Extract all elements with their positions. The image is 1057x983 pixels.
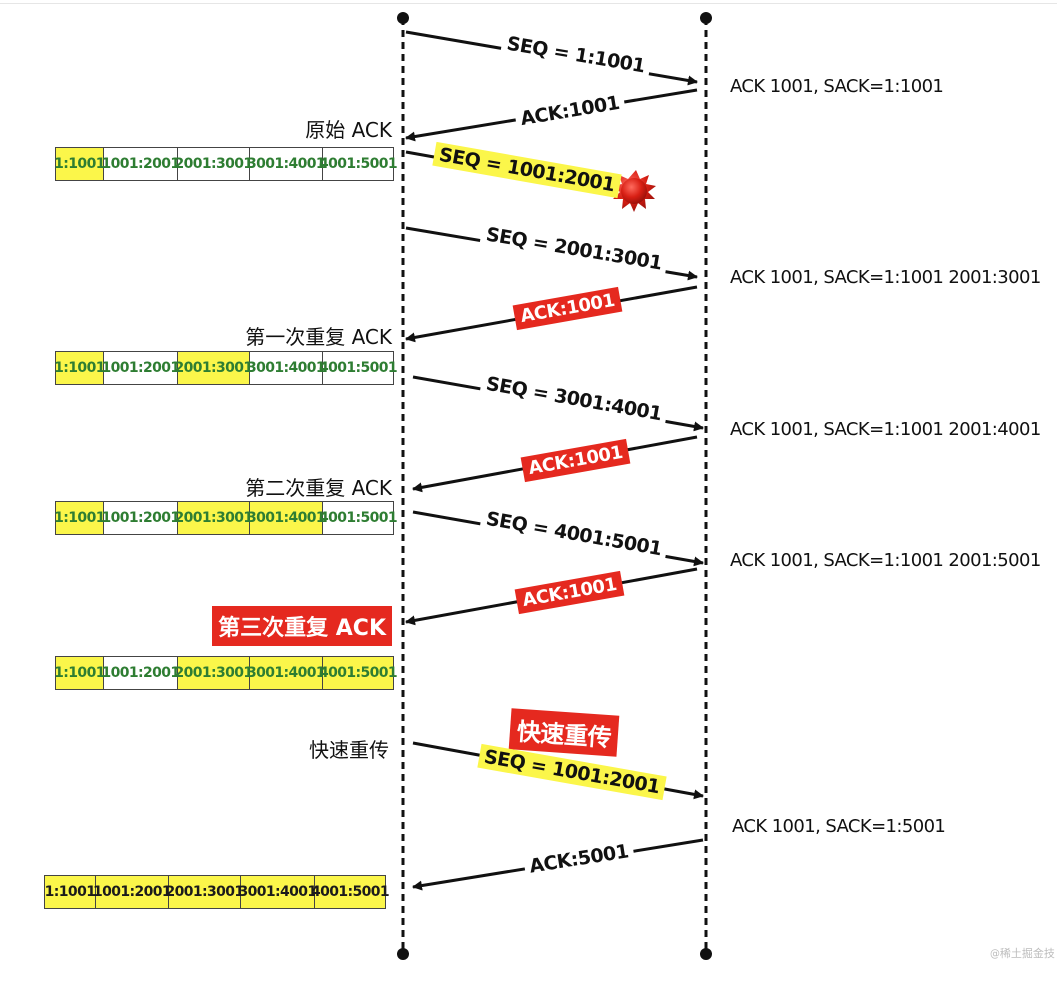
sender-bottom-dot xyxy=(397,948,409,960)
receiver-ack-2: ACK 1001, SACK=1:1001 2001:3001 xyxy=(730,267,1041,288)
buffer-segment: 2001:3001 xyxy=(174,657,253,689)
buffer-segment: 1001:2001 xyxy=(93,876,172,908)
buffer-segment: 4001:5001 xyxy=(311,876,390,908)
buffer-segment: 1001:2001 xyxy=(101,657,180,689)
receiver-ack-5: ACK 1001, SACK=1:5001 xyxy=(732,816,946,837)
buffer-segment: 1:1001 xyxy=(54,657,105,689)
receiver-ack-1: ACK 1001, SACK=1:1001 xyxy=(730,76,944,97)
packet-loss-burst-icon xyxy=(612,170,656,212)
buffer-segment: 2001:3001 xyxy=(174,502,253,534)
buffer-segment: 2001:3001 xyxy=(174,148,253,180)
buffer-segment: 1:1001 xyxy=(54,148,105,180)
buffer-segment: 4001:5001 xyxy=(318,360,398,376)
buffer-segment: 3001:4001 xyxy=(247,502,326,534)
label-first-dup-ack: 第一次重复 ACK xyxy=(245,325,392,349)
sender-top-dot xyxy=(397,12,409,24)
label-fast-retransmit: 快速重传 xyxy=(309,738,389,762)
buffer-segment: 1001:2001 xyxy=(101,502,180,534)
receiver-ack-4: ACK 1001, SACK=1:1001 2001:5001 xyxy=(730,550,1041,571)
top-divider xyxy=(0,3,1057,4)
receiver-ack-3: ACK 1001, SACK=1:1001 2001:4001 xyxy=(730,419,1041,440)
buffer-segment: 3001:4001 xyxy=(247,657,326,689)
buffer-segment: 3001:4001 xyxy=(247,148,326,180)
buffer-segment: 1:1001 xyxy=(45,876,96,908)
fast-retransmit-badge: 快速重传 xyxy=(508,708,620,757)
buffer-segment: 3001:4001 xyxy=(238,876,317,908)
receiver-bottom-dot xyxy=(700,948,712,960)
buffer-segment: 3001:4001 xyxy=(247,352,326,384)
buffer-segment: 4001:5001 xyxy=(319,657,398,689)
buffer-segment: 1001:2001 xyxy=(101,352,180,384)
buffer-segment: 4001:5001 xyxy=(318,510,398,526)
label-second-dup-ack: 第二次重复 ACK xyxy=(245,476,392,500)
buffer-segment: 1:1001 xyxy=(54,502,105,534)
receiver-top-dot xyxy=(700,12,712,24)
buffer-segment: 1001:2001 xyxy=(101,148,180,180)
buffer-segment: 1:1001 xyxy=(54,352,105,384)
buffer-segment: 2001:3001 xyxy=(165,876,244,908)
label-original-ack: 原始 ACK xyxy=(305,118,392,142)
label-third-dup-ack: 第三次重复 ACK xyxy=(212,606,392,646)
watermark: @稀土掘金技 xyxy=(990,947,1055,960)
buffer-segment: 4001:5001 xyxy=(318,156,398,172)
buffer-segment: 2001:3001 xyxy=(174,352,253,384)
